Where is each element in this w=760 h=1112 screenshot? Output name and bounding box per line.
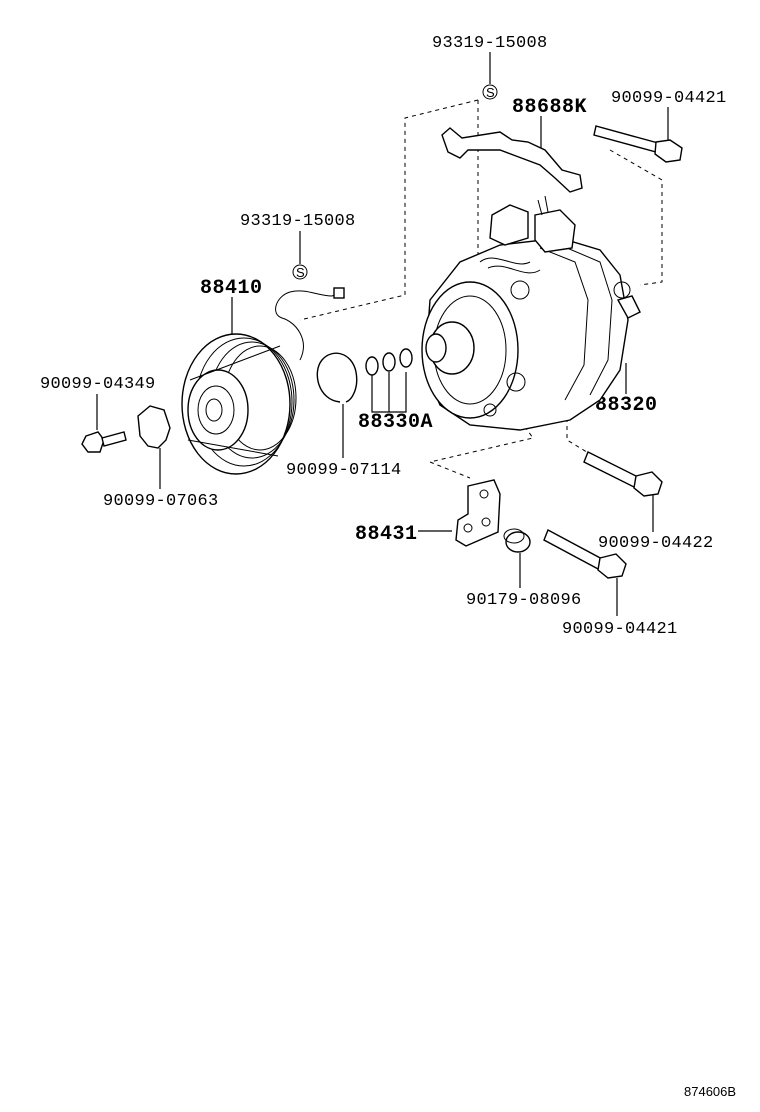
label-88320[interactable]: 88320 xyxy=(595,394,658,417)
label-88410[interactable]: 88410 xyxy=(200,277,263,300)
shims-88330a xyxy=(365,348,413,376)
label-90099-04422[interactable]: 90099-04422 xyxy=(598,534,714,553)
svg-text:S: S xyxy=(486,85,495,100)
label-90099-07063[interactable]: 90099-07063 xyxy=(103,492,219,511)
label-90099-04421-bottom[interactable]: 90099-04421 xyxy=(562,620,678,639)
dashed-line-wire xyxy=(299,99,479,321)
label-88330a[interactable]: 88330A xyxy=(358,411,433,434)
bracket-88688k xyxy=(441,127,583,193)
label-93319-15008-top[interactable]: 93319-15008 xyxy=(432,34,548,53)
wire-connector xyxy=(333,287,345,299)
wire-harness xyxy=(275,290,341,361)
dashed-line-top-bolt xyxy=(609,149,663,286)
s-symbol-top: S xyxy=(482,84,498,100)
label-88688k[interactable]: 88688K xyxy=(512,96,587,119)
s-symbol-mid: S xyxy=(292,264,308,280)
gasket-90099-07063 xyxy=(137,405,171,449)
pulley-88410 xyxy=(181,333,297,475)
collar-90179-08096 xyxy=(503,528,531,553)
label-93319-15008-mid[interactable]: 93319-15008 xyxy=(240,212,356,231)
bolt-90099-04421-bottom xyxy=(543,529,627,579)
reference-code: 874606B xyxy=(684,1084,736,1099)
label-90179-08096[interactable]: 90179-08096 xyxy=(466,591,582,610)
bolt-90099-04422 xyxy=(583,451,663,497)
bracket-88431 xyxy=(455,479,501,547)
bolt-90099-04421-top xyxy=(593,125,683,163)
label-90099-07114[interactable]: 90099-07114 xyxy=(286,461,402,480)
bolt-90099-04349 xyxy=(81,431,127,453)
compressor-88320 xyxy=(421,195,641,431)
label-90099-04421-top[interactable]: 90099-04421 xyxy=(611,89,727,108)
snap-ring-90099-07114 xyxy=(316,352,358,403)
svg-text:S: S xyxy=(296,265,305,280)
label-90099-04349[interactable]: 90099-04349 xyxy=(40,375,156,394)
label-88431[interactable]: 88431 xyxy=(355,523,418,546)
